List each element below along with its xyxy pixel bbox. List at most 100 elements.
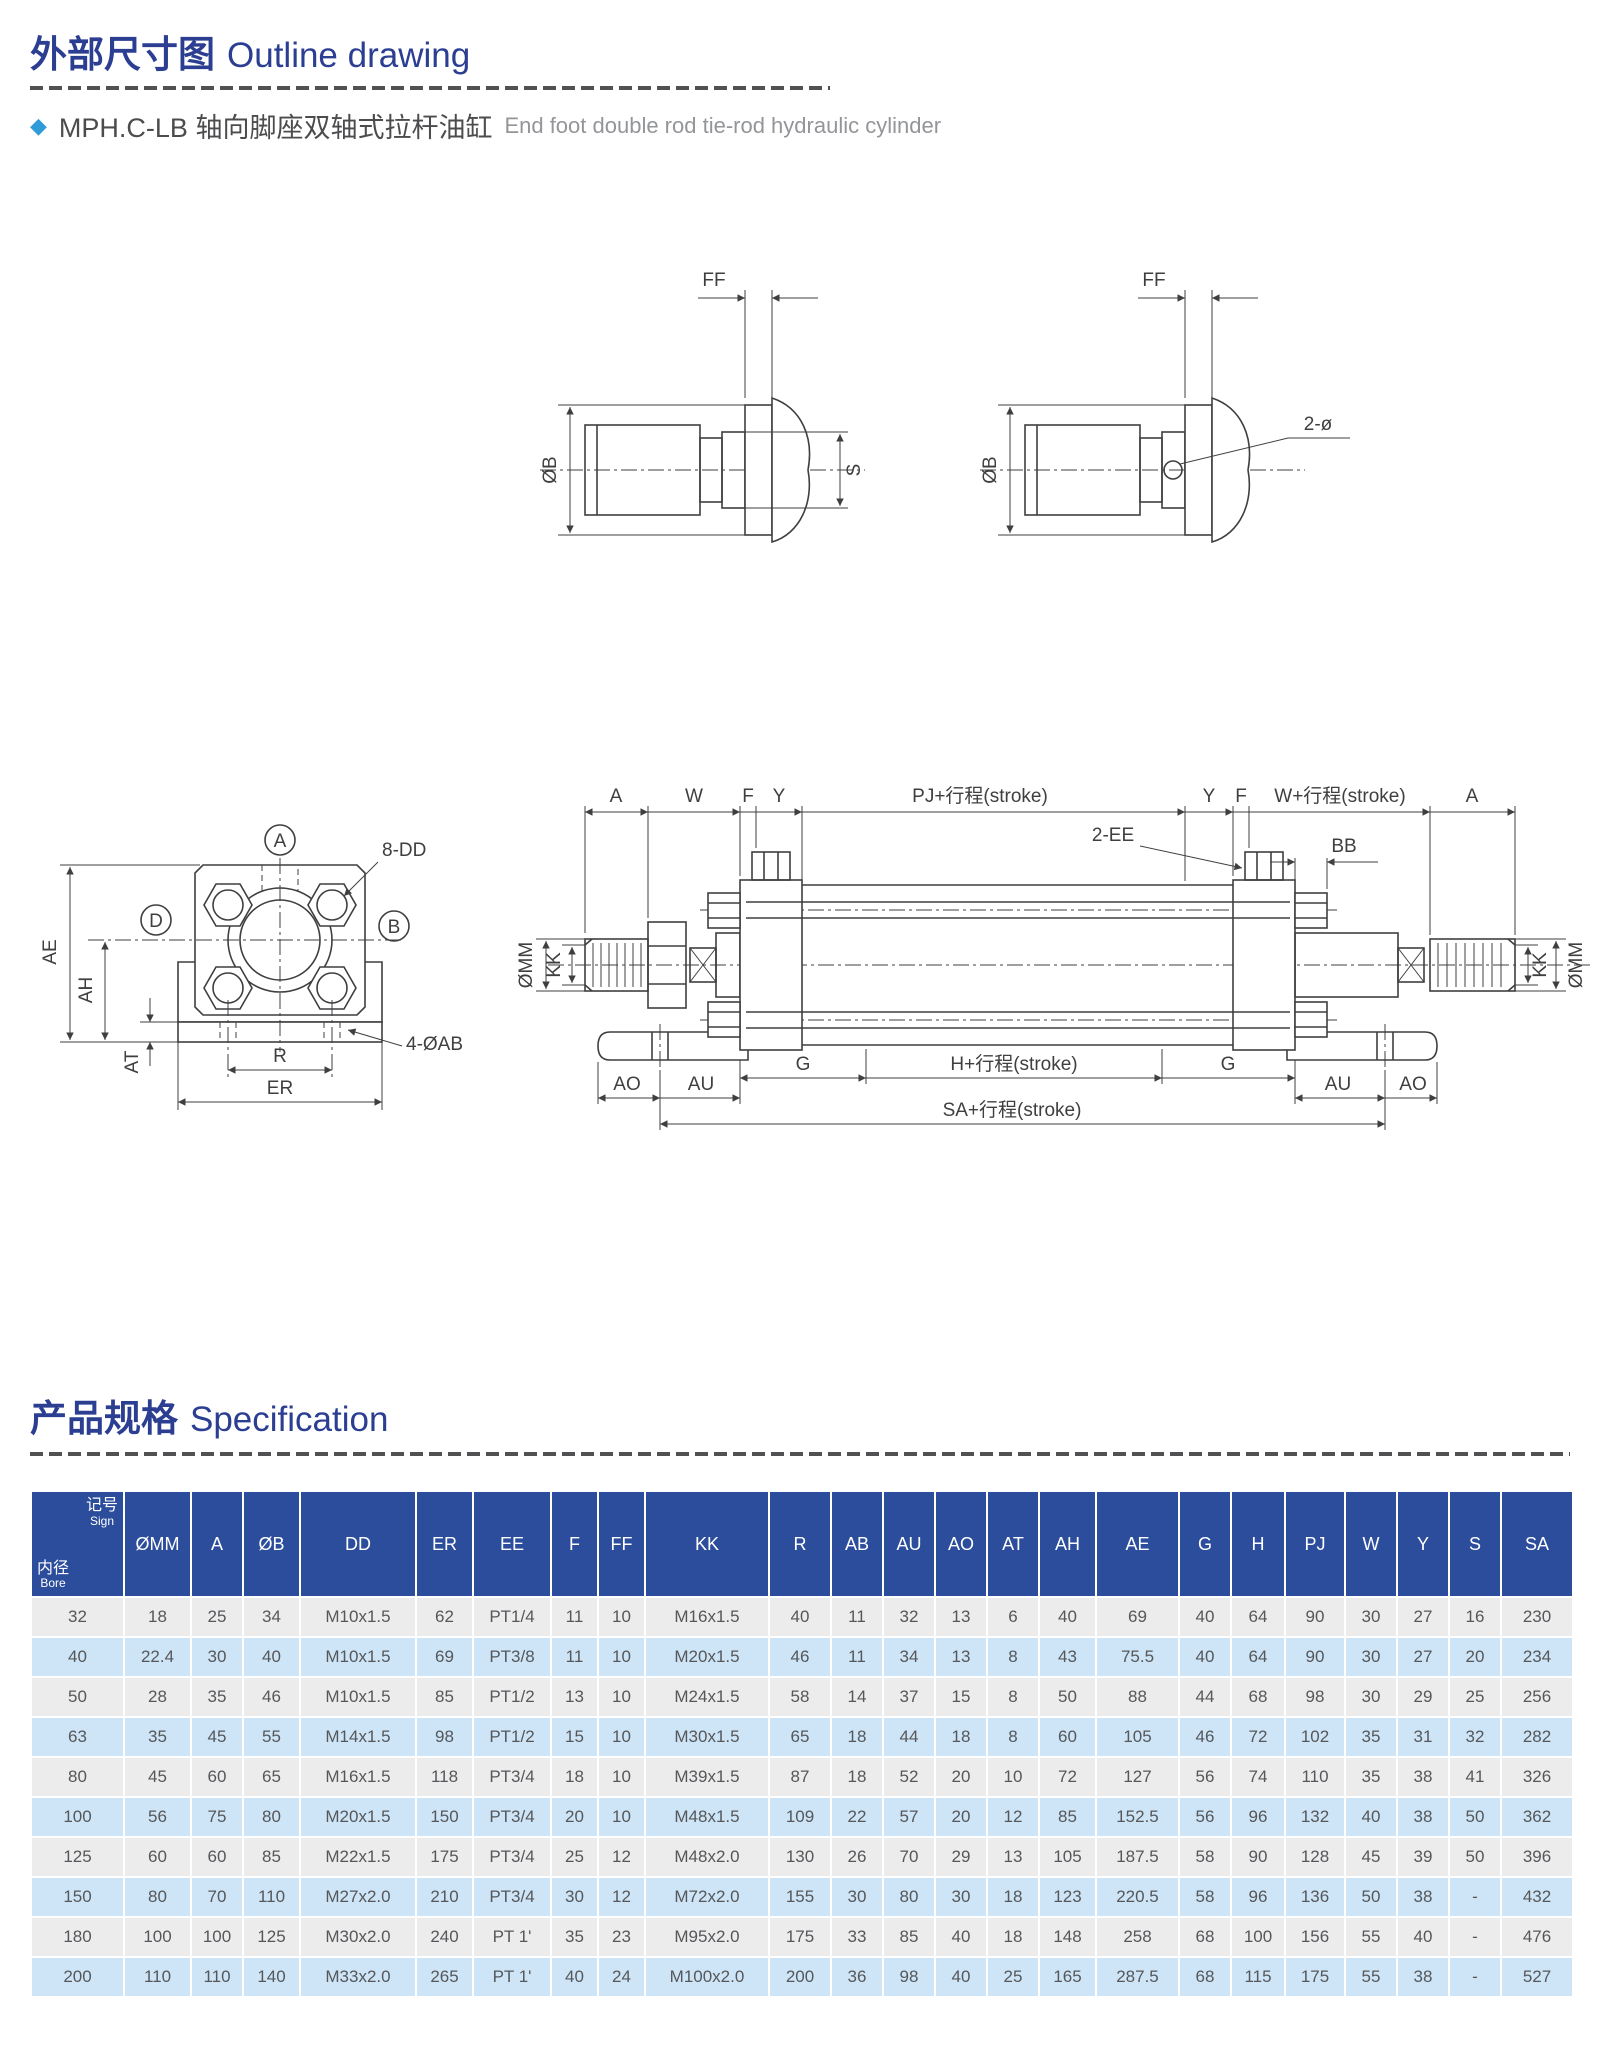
spec-cell: 20 xyxy=(550,1796,599,1838)
spec-cell: M10x1.5 xyxy=(299,1676,417,1718)
spec-cell: M16x1.5 xyxy=(644,1596,770,1638)
dim-label-ao-left: AO xyxy=(613,1074,640,1095)
bore-cell: 150 xyxy=(30,1876,125,1918)
dim-label-w-stroke: W+行程(stroke) xyxy=(1274,785,1405,807)
spec-cell: M30x1.5 xyxy=(644,1716,770,1758)
spec-cell: 31 xyxy=(1396,1716,1450,1758)
spec-cell: 30 xyxy=(1344,1676,1398,1718)
spec-cell: 15 xyxy=(550,1716,599,1758)
rod-end-detail-right: ØB FF 2-ø xyxy=(980,270,1350,544)
spec-cell: 100 xyxy=(1230,1916,1286,1958)
dim-label-g-left: G xyxy=(796,1054,811,1075)
spec-cell: 210 xyxy=(415,1876,474,1918)
spec-cell: 127 xyxy=(1095,1756,1180,1798)
spec-cell: M24x1.5 xyxy=(644,1676,770,1718)
spec-cell: 58 xyxy=(768,1676,832,1718)
spec-cell: 70 xyxy=(190,1876,244,1918)
spec-cell: 476 xyxy=(1500,1916,1574,1958)
spec-cell: 27 xyxy=(1396,1596,1450,1638)
spec-cell: 30 xyxy=(934,1876,988,1918)
spec-cell: PT3/4 xyxy=(472,1756,552,1798)
spec-cell: 60 xyxy=(190,1756,244,1798)
spec-cell: 110 xyxy=(1284,1756,1346,1798)
spec-cell: 27 xyxy=(1396,1636,1450,1678)
dim-label-diab-right: ØB xyxy=(980,456,1001,483)
spec-cell: 60 xyxy=(123,1836,192,1878)
spec-cell: 57 xyxy=(882,1796,936,1838)
spec-cell: 35 xyxy=(1344,1756,1398,1798)
tie-rod-nut xyxy=(307,966,357,1010)
dim-label-4ab: 4-ØAB xyxy=(406,1034,463,1055)
dim-label-er: ER xyxy=(267,1078,293,1099)
dim-label-mm-right: ØMM xyxy=(1566,942,1587,988)
spec-cell: 45 xyxy=(190,1716,244,1758)
spec-cell: PT1/2 xyxy=(472,1676,552,1718)
spec-cell: 62 xyxy=(415,1596,474,1638)
spec-cell: 18 xyxy=(986,1916,1040,1958)
spec-cell: 44 xyxy=(882,1716,936,1758)
spec-cell: 13 xyxy=(550,1676,599,1718)
spec-cell: 20 xyxy=(934,1796,988,1838)
spec-cell: 115 xyxy=(1230,1956,1286,1998)
spec-cell: 96 xyxy=(1230,1796,1286,1838)
spec-cell: 24 xyxy=(597,1956,646,1998)
rod-nut-left xyxy=(647,921,687,1009)
corner-bore-zh: 内径 xyxy=(37,1559,70,1577)
dim-label-ae: AE xyxy=(40,939,61,964)
spec-cell: 11 xyxy=(550,1596,599,1638)
column-header: DD xyxy=(299,1490,417,1598)
spec-cell: 140 xyxy=(242,1956,301,1998)
rod-end-detail-left: ØB FF S xyxy=(540,270,865,544)
spec-cell: 80 xyxy=(242,1796,301,1838)
spec-cell: 38 xyxy=(1396,1756,1450,1798)
spec-cell: 11 xyxy=(550,1636,599,1678)
spec-cell: 69 xyxy=(415,1636,474,1678)
callout-a: A xyxy=(274,831,287,852)
dim-label-a-right: A xyxy=(1466,786,1479,807)
dim-label-at: AT xyxy=(122,1050,143,1073)
bore-cell: 50 xyxy=(30,1676,125,1718)
spec-cell: 10 xyxy=(597,1636,646,1678)
spec-cell: M14x1.5 xyxy=(299,1716,417,1758)
spec-cell: 13 xyxy=(934,1596,988,1638)
spec-cell: 11 xyxy=(830,1596,884,1638)
spec-cell: 55 xyxy=(1344,1916,1398,1958)
spec-cell: 155 xyxy=(768,1876,832,1918)
spec-cell: 56 xyxy=(1178,1796,1232,1838)
column-header: ØMM xyxy=(123,1490,192,1598)
cylinder-side-view: A W F Y PJ+行程(stroke) Y F W+行程(stroke) A… xyxy=(516,785,1592,1130)
spec-cell: 40 xyxy=(550,1956,599,1998)
spec-cell: 33 xyxy=(830,1916,884,1958)
spec-cell: 64 xyxy=(1230,1596,1286,1638)
dim-label-kk-left: KK xyxy=(544,952,565,978)
dim-label-w-left: W xyxy=(685,786,703,807)
bore-cell: 100 xyxy=(30,1796,125,1838)
column-header: AT xyxy=(986,1490,1040,1598)
spec-cell: 90 xyxy=(1230,1836,1286,1878)
spec-cell: 220.5 xyxy=(1095,1876,1180,1918)
spec-cell: 13 xyxy=(986,1836,1040,1878)
spec-cell: 56 xyxy=(1178,1756,1232,1798)
spec-cell: 87 xyxy=(768,1756,832,1798)
cylinder-head-right xyxy=(1232,879,1296,1051)
spec-cell: M48x1.5 xyxy=(644,1796,770,1838)
spec-cell: 125 xyxy=(242,1916,301,1958)
spec-cell: 70 xyxy=(882,1836,936,1878)
spec-cell: PT1/4 xyxy=(472,1596,552,1638)
spec-cell: PT3/8 xyxy=(472,1636,552,1678)
column-header: Y xyxy=(1396,1490,1450,1598)
spec-cell: 32 xyxy=(882,1596,936,1638)
spec-cell: 35 xyxy=(190,1676,244,1718)
spec-cell: 30 xyxy=(830,1876,884,1918)
spec-cell: 40 xyxy=(1396,1916,1450,1958)
rod-thread-right xyxy=(1429,938,1516,992)
spec-cell: 18 xyxy=(123,1596,192,1638)
column-header: AE xyxy=(1095,1490,1180,1598)
spec-cell: M48x2.0 xyxy=(644,1836,770,1878)
spec-cell: 60 xyxy=(1038,1716,1097,1758)
